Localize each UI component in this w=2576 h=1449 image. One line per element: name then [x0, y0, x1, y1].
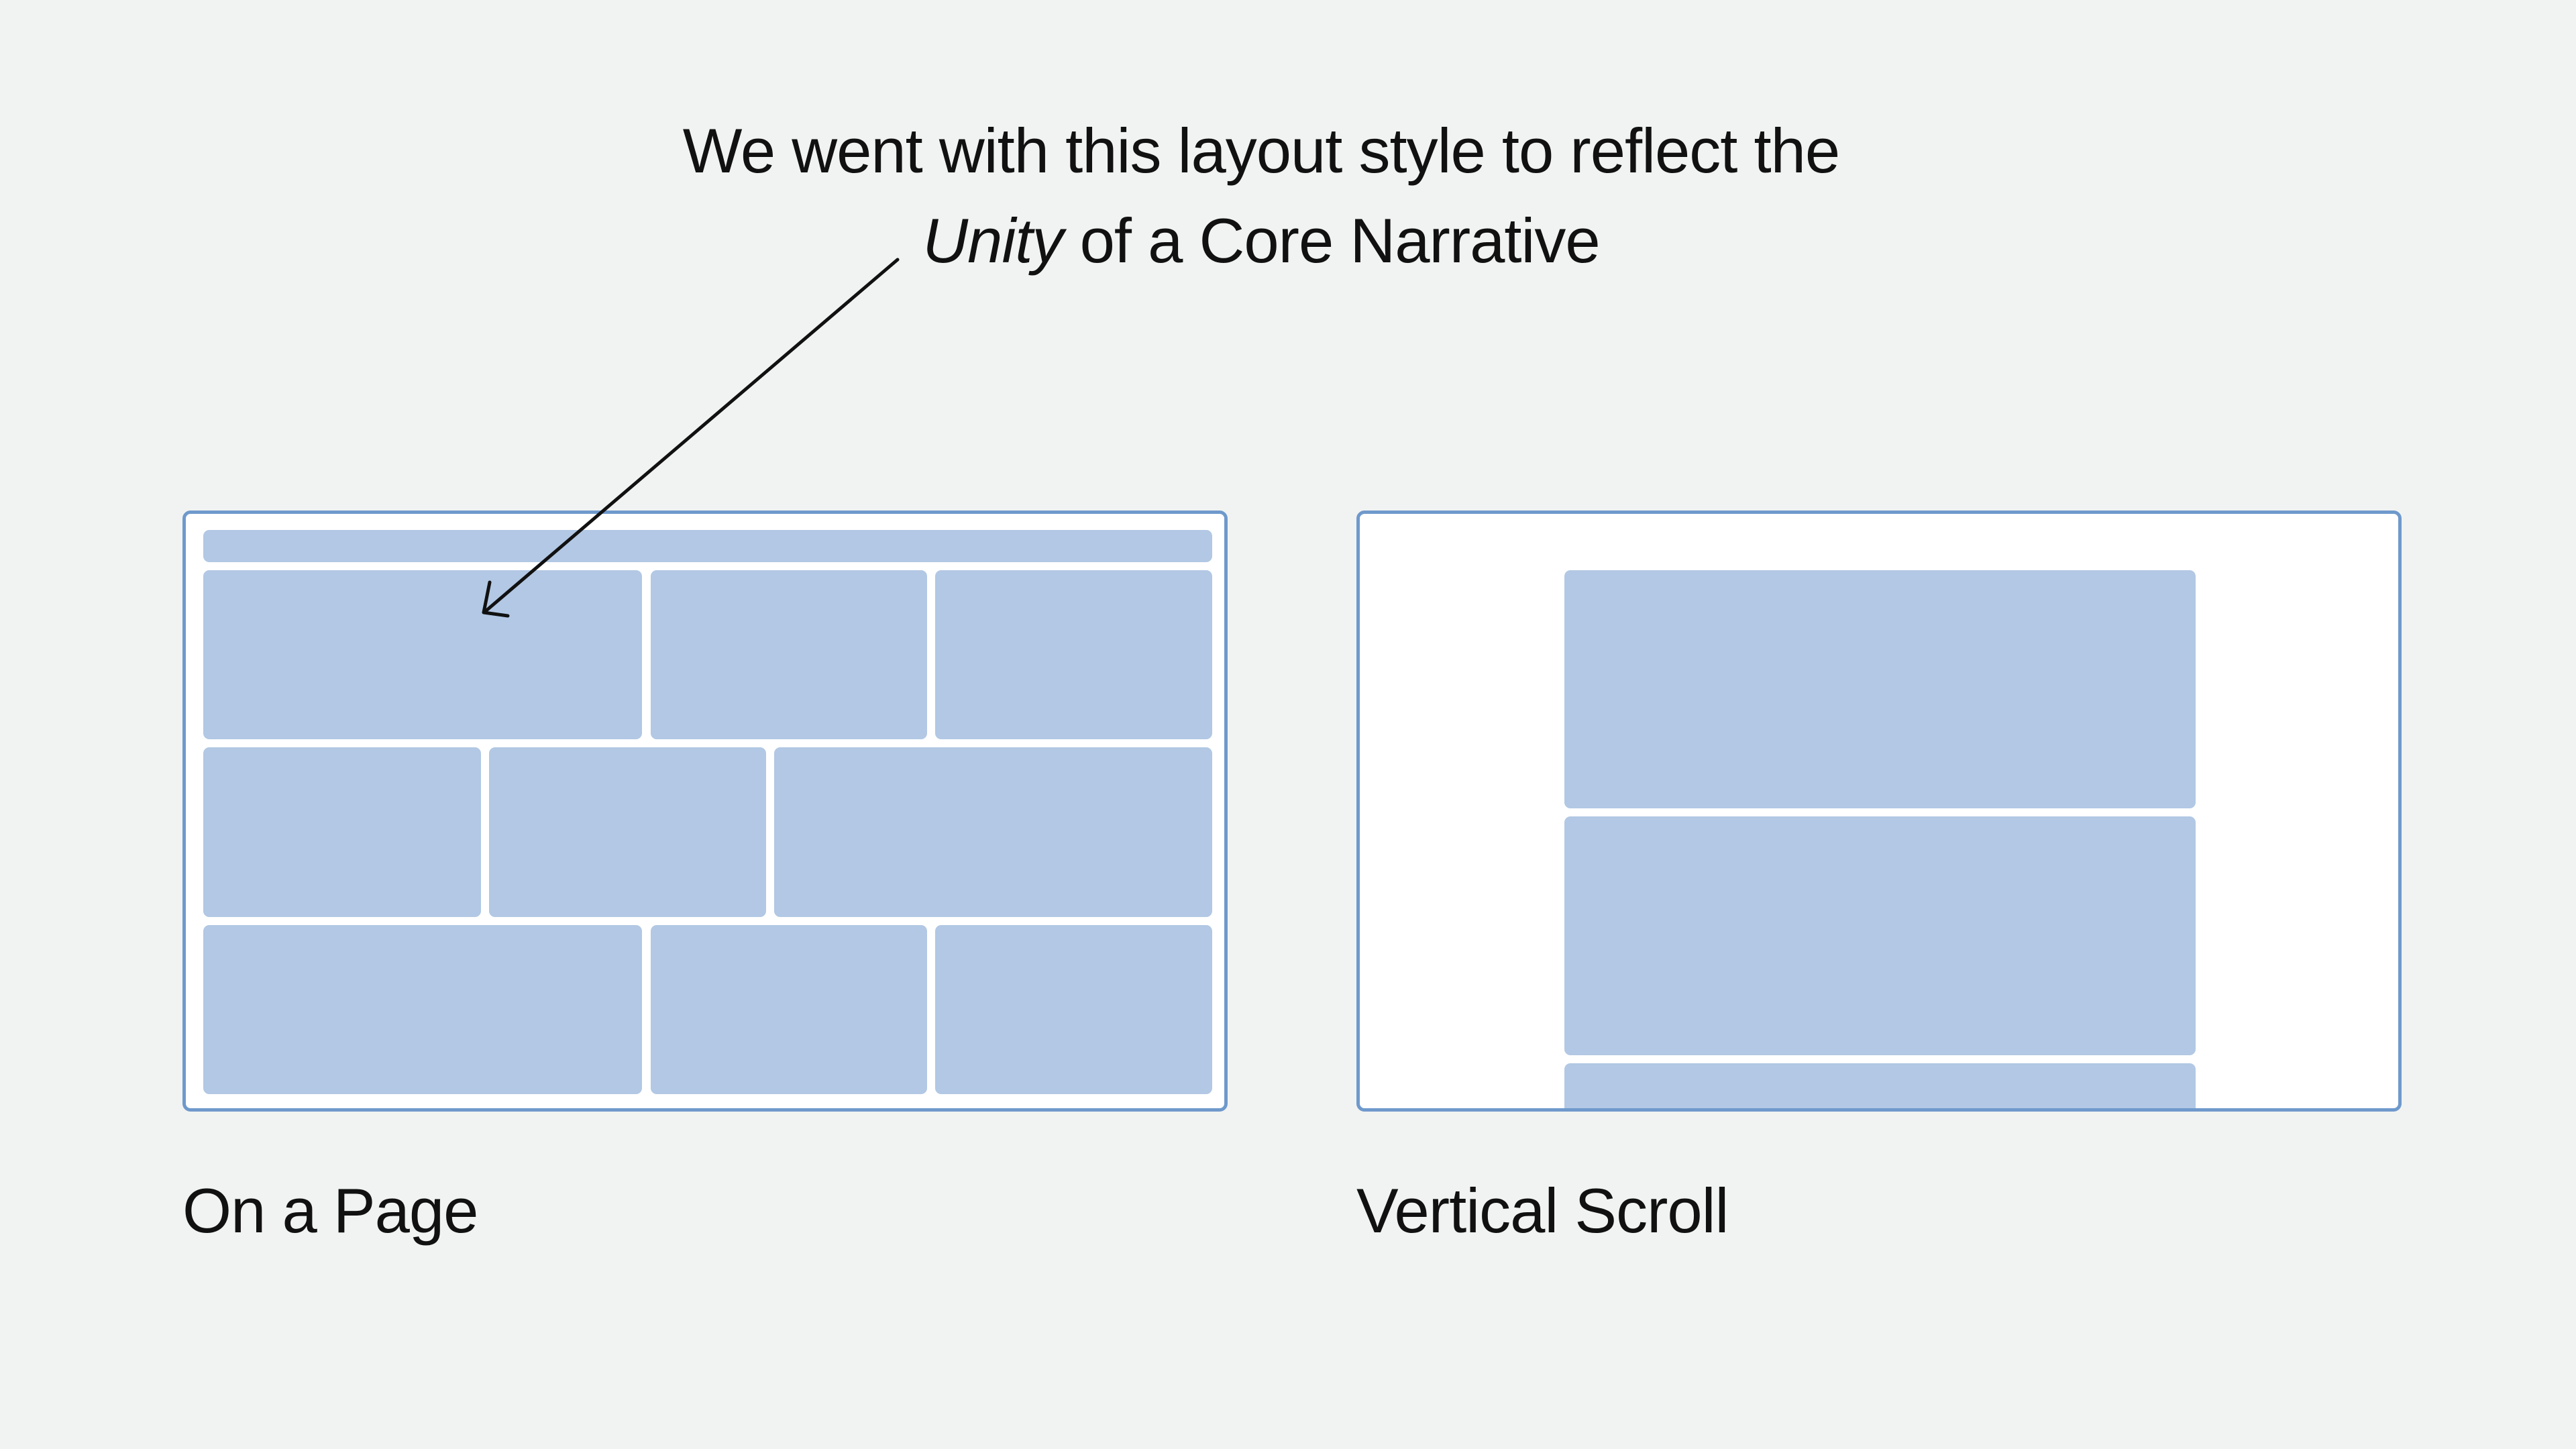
scroll-tile	[1564, 570, 2196, 808]
scroll-layout-label: Vertical Scroll	[1356, 1175, 1729, 1246]
page-tile	[935, 570, 1212, 739]
scroll-layout-frame	[1356, 511, 2402, 1112]
page-tile	[651, 570, 927, 739]
caption: We went with this layout style to reflec…	[0, 106, 2522, 286]
caption-line-1: We went with this layout style to reflec…	[682, 115, 1840, 186]
scroll-tile	[1564, 1063, 2196, 1108]
page-tile	[651, 925, 927, 1094]
page-tile	[203, 570, 642, 739]
page-tile	[935, 925, 1212, 1094]
caption-line-2: Unity of a Core Narrative	[0, 196, 2522, 286]
page-header-bar	[203, 530, 1212, 562]
page-tile	[203, 925, 642, 1094]
caption-line-2-rest: of a Core Narrative	[1063, 205, 1601, 276]
page-tile	[203, 747, 481, 917]
page-layout-label: On a Page	[182, 1175, 478, 1246]
scroll-tile	[1564, 816, 2196, 1055]
page-tile	[489, 747, 766, 917]
page-layout-frame	[182, 511, 1228, 1112]
page-tile	[774, 747, 1212, 917]
caption-emphasis: Unity	[922, 205, 1063, 276]
